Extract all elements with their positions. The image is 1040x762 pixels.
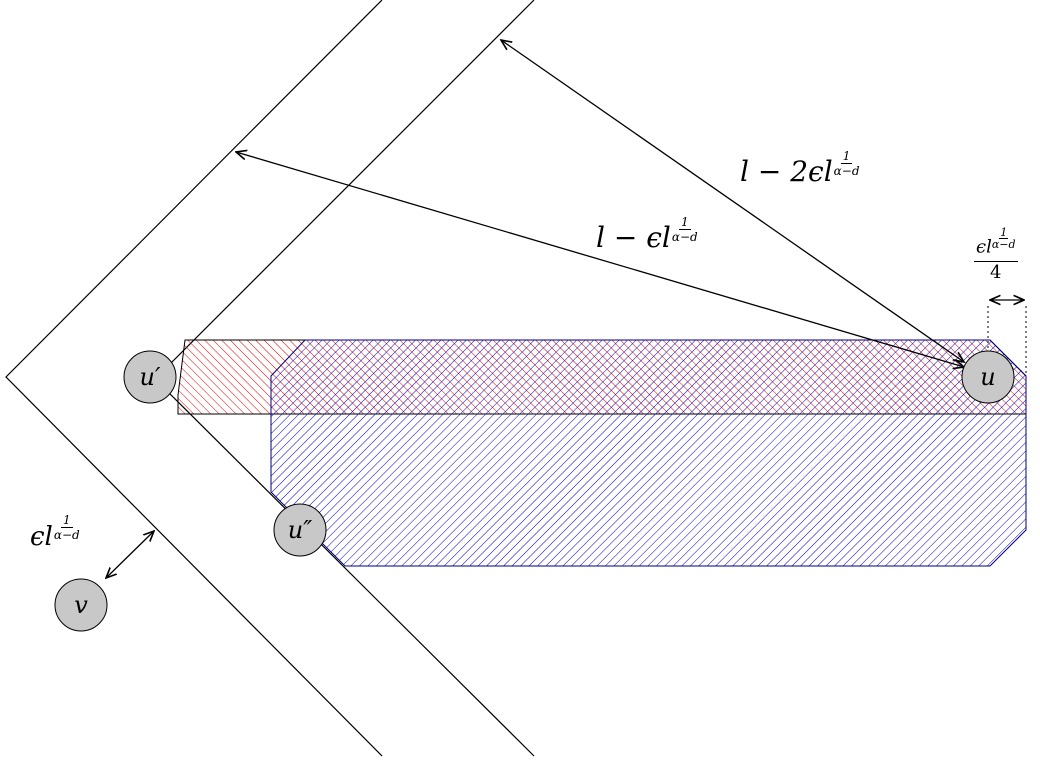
node-u: [961, 350, 1015, 404]
node-v: [54, 578, 108, 632]
blue-hatched-region: [270, 339, 1027, 567]
outer-wedge-line: [5, 0, 383, 757]
arrow-l-minus-2eps: [501, 40, 964, 362]
node-u-dprime-label: u″: [287, 515, 313, 544]
arrow-l-minus-eps: [236, 152, 964, 367]
node-v-label: v: [74, 590, 88, 619]
node-u-prime-label: u′: [139, 362, 161, 391]
node-u-dprime: [273, 503, 327, 557]
node-u-label: u: [980, 362, 996, 391]
arrow-eps-left: [106, 531, 154, 578]
node-u-prime: [123, 350, 177, 404]
